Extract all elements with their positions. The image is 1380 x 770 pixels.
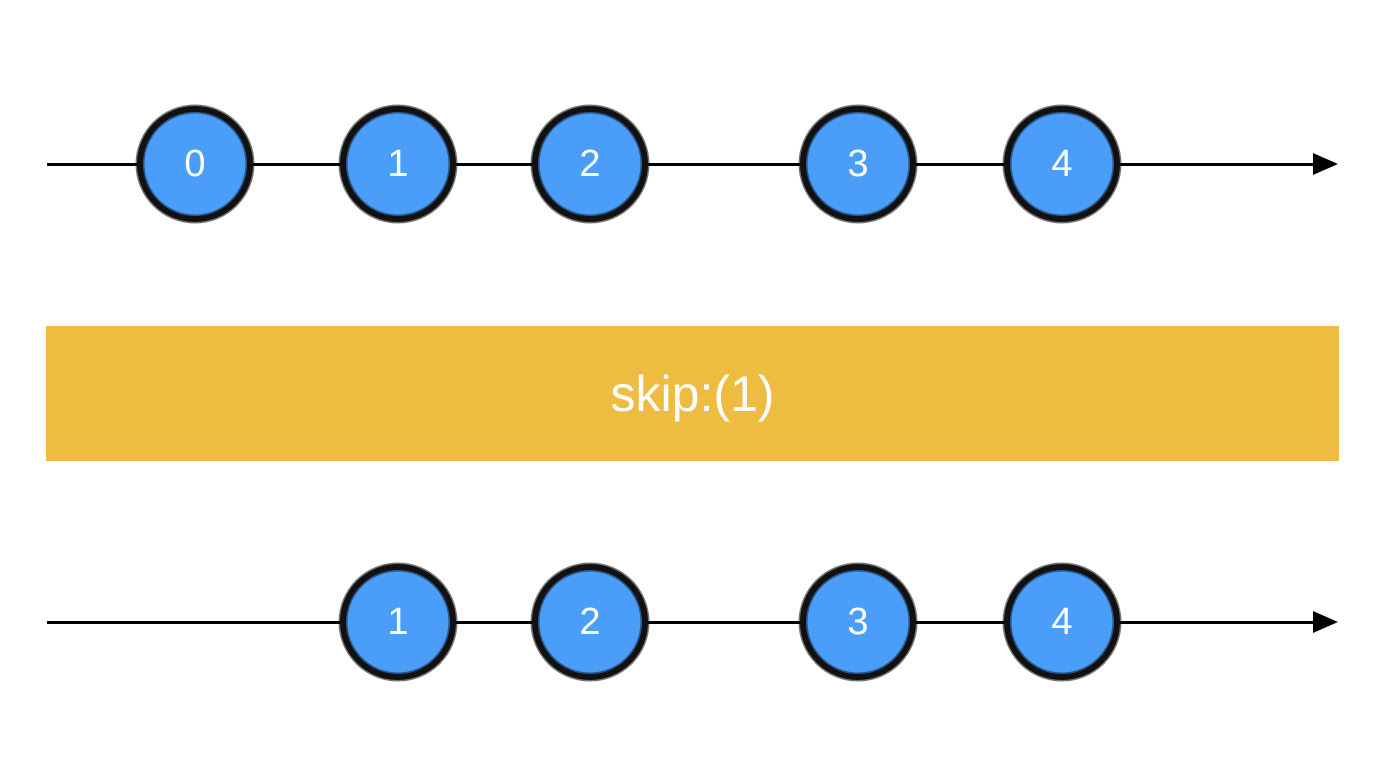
input-marble-0: 0 [137, 106, 253, 222]
output-timeline-arrow-icon [1313, 611, 1338, 633]
input-marble-label: 2 [579, 143, 601, 185]
output-marble-label: 1 [387, 601, 409, 643]
input-timeline-arrow-icon [1313, 153, 1338, 175]
input-marble-label: 3 [847, 143, 869, 185]
operator-label: skip:(1) [610, 365, 775, 422]
output-timeline-axis [47, 621, 1315, 624]
output-marble-label: 4 [1051, 601, 1073, 643]
input-marble-1: 1 [340, 106, 456, 222]
output-marble-4: 4 [1004, 564, 1120, 680]
input-timeline-axis [47, 163, 1315, 166]
output-timeline: 1 2 3 4 [0, 554, 1380, 694]
input-marble-label: 1 [387, 143, 409, 185]
operator-box: skip:(1) [46, 326, 1339, 461]
output-marble-2: 2 [532, 564, 648, 680]
output-marble-1: 1 [340, 564, 456, 680]
output-marble-label: 3 [847, 601, 869, 643]
output-marble-3: 3 [800, 564, 916, 680]
input-marble-4: 4 [1004, 106, 1120, 222]
input-marble-label: 0 [184, 143, 206, 185]
input-marble-label: 4 [1051, 143, 1073, 185]
input-marble-3: 3 [800, 106, 916, 222]
input-marble-2: 2 [532, 106, 648, 222]
output-marble-label: 2 [579, 601, 601, 643]
input-timeline: 0 1 2 3 4 [0, 96, 1380, 236]
